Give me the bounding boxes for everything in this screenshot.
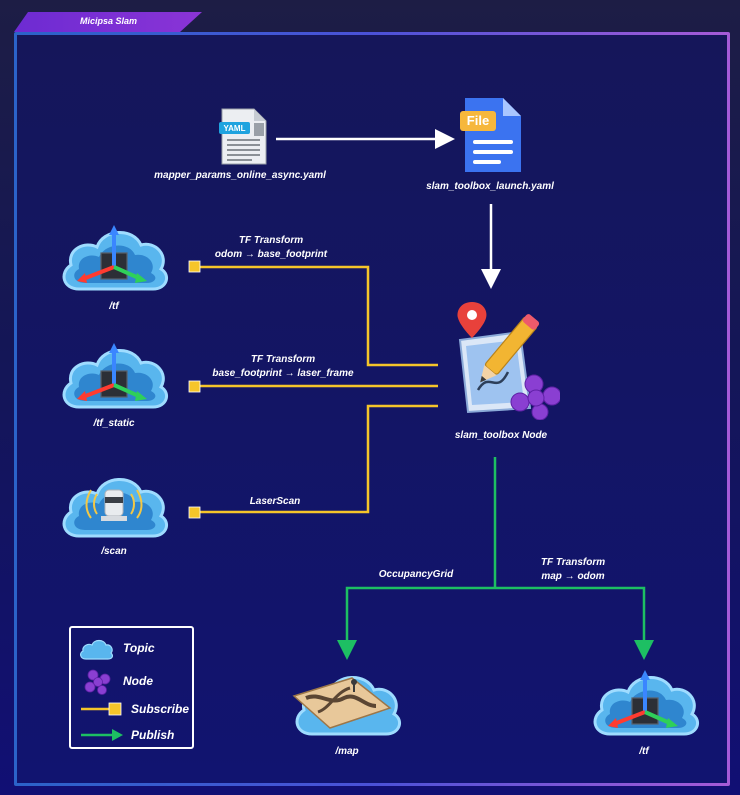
edge-tf-in-label-1: TF Transform — [238, 235, 304, 246]
topic-tf-in-label: /tf — [109, 301, 119, 312]
edge-tf-out-label-1: TF Transform — [540, 557, 606, 568]
launch-file-icon — [460, 98, 521, 172]
legend-topic-label: Topic — [123, 641, 155, 655]
topic-scan-label: /scan — [101, 546, 127, 557]
slam-node-icon — [457, 302, 560, 420]
legend-topic-icon — [80, 639, 113, 660]
map-cloud-icon — [292, 676, 402, 736]
subscribe-tf-wire — [195, 265, 438, 367]
tf-static-cloud-icon — [62, 343, 169, 409]
topic-tf-static-label: /tf_static — [93, 418, 135, 429]
params-file-label: mapper_params_online_async.yaml — [154, 170, 326, 181]
file-badge: File — [466, 113, 490, 128]
legend-publish-label: Publish — [131, 728, 175, 742]
legend-node-icon — [84, 669, 111, 695]
edge-tf-in-label-2: odom → base_footprint — [214, 249, 328, 260]
publish-map-wire — [337, 586, 495, 660]
diagram-frame — [14, 32, 730, 786]
legend-publish-icon — [81, 729, 123, 741]
legend-subscribe-icon — [81, 702, 122, 716]
node-label: slam_toolbox Node — [454, 430, 548, 441]
publish-tf-wire — [495, 586, 654, 660]
legend-subscribe-label: Subscribe — [131, 702, 190, 716]
subscribe-scan-handle — [188, 506, 201, 519]
yaml-file-icon — [219, 108, 267, 165]
yaml-badge: YAML — [223, 124, 246, 133]
legend: Topic Node Subscribe Publish — [69, 626, 194, 749]
launch-file-label: slam_toolbox_launch.yaml — [426, 181, 554, 192]
topic-tf-out-label: /tf — [639, 746, 649, 757]
diagram-title: Micipsa Slam — [80, 16, 138, 26]
edge-map-label: OccupancyGrid — [378, 569, 454, 580]
tf-out-cloud-icon — [593, 670, 700, 736]
subscribe-tf-static-handle — [188, 380, 201, 393]
edge-tf-static-label-1: TF Transform — [250, 354, 316, 365]
topic-map-label: /map — [335, 746, 359, 757]
title-tab — [14, 12, 202, 32]
legend-node-label: Node — [123, 674, 153, 688]
scan-cloud-icon — [62, 478, 169, 538]
subscribe-tf-handle — [188, 260, 201, 273]
edge-tf-out-label-2: map → odom — [541, 571, 605, 582]
edge-tf-static-label-2: base_footprint → laser_frame — [212, 368, 354, 379]
subscribe-scan-wire — [195, 404, 438, 514]
tf-cloud-icon — [62, 225, 169, 291]
edge-scan-label: LaserScan — [249, 496, 301, 507]
